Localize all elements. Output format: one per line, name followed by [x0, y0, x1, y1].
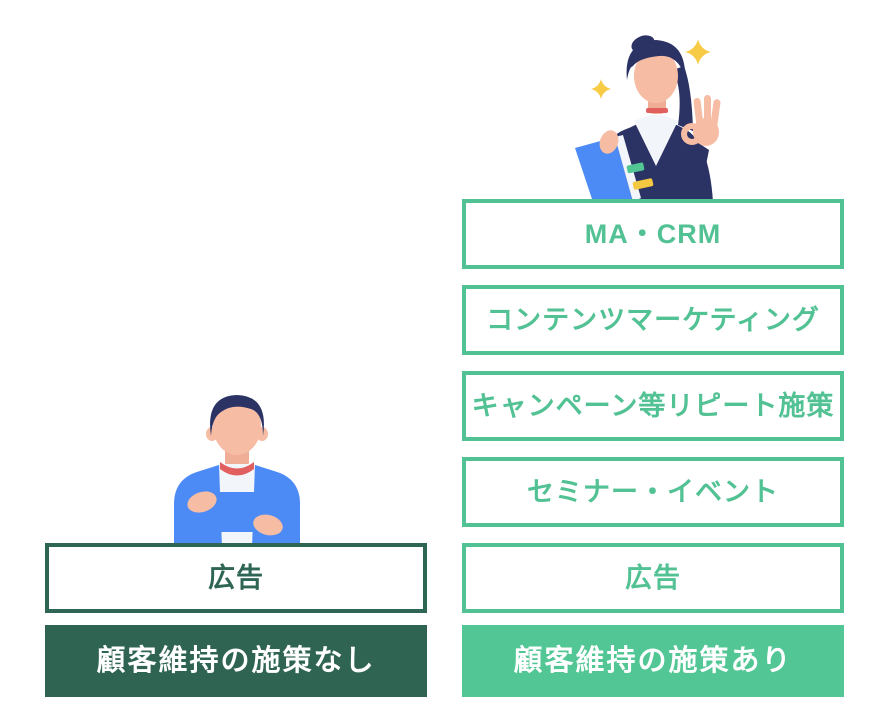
no-retention-label: 顧客維持の施策なし [96, 644, 376, 677]
tactic-box-campaign-repeat: キャンペーン等リピート施策 [462, 371, 844, 441]
tactic-label: 広告 [208, 562, 264, 593]
with-retention-base-box: 顧客維持の施策あり [462, 625, 844, 697]
tactic-box-ma-crm: MA・CRM [462, 199, 844, 269]
tactic-box-content-marketing: コンテンツマーケティング [462, 285, 844, 355]
woman-ok-sign-illustration [575, 35, 721, 202]
tactic-label: MA・CRM [584, 218, 722, 249]
tactic-label: 広告 [625, 562, 681, 593]
tactic-label: セミナー・イベント [527, 476, 779, 507]
man-arms-crossed-illustration [174, 395, 300, 548]
with-retention-label: 顧客維持の施策あり [513, 644, 793, 677]
tactic-box-seminar-event: セミナー・イベント [462, 457, 844, 527]
tactic-box-ad-left: 広告 [45, 543, 427, 613]
tactic-label: コンテンツマーケティング [486, 304, 820, 335]
no-retention-base-box: 顧客維持の施策なし [45, 625, 427, 697]
tactic-label: キャンペーン等リピート施策 [471, 390, 835, 421]
sparkle-icon [591, 79, 611, 99]
tactic-box-ad-right: 広告 [462, 543, 844, 613]
sparkle-icon [685, 39, 711, 65]
